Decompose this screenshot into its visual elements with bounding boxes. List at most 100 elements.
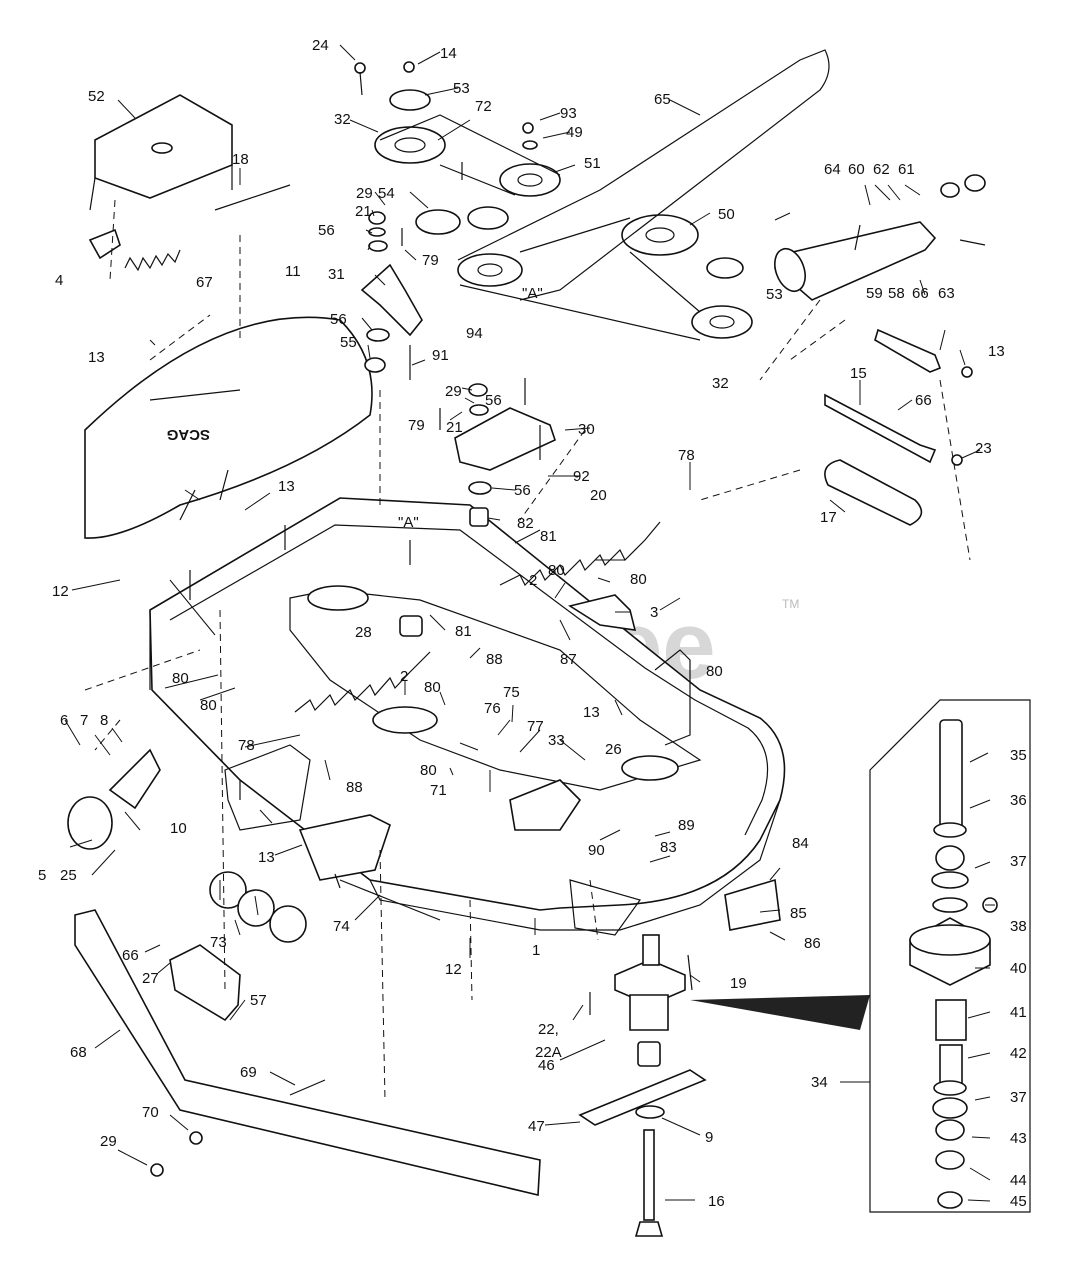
spacer-under-spindle <box>637 1041 661 1067</box>
washer-9 <box>635 1105 665 1119</box>
callout-70: 70 <box>142 1104 159 1121</box>
callout-53b: 53 <box>766 286 783 303</box>
callout-37b: 37 <box>1010 1089 1027 1106</box>
belt-72 <box>379 114 561 196</box>
callout-32b: 32 <box>712 375 729 392</box>
callout-53a: 53 <box>453 80 470 97</box>
callout-50: 50 <box>718 206 735 223</box>
nut-29-top <box>368 211 386 225</box>
callout-56a: 56 <box>318 222 335 239</box>
callout-71: 71 <box>430 782 447 799</box>
callout-23: 23 <box>975 440 992 457</box>
roller-17 <box>824 459 923 526</box>
callout-15: 15 <box>850 365 867 382</box>
bolt-24 <box>354 62 366 74</box>
callout-88b: 88 <box>346 779 363 796</box>
callout-9: 9 <box>705 1129 713 1146</box>
callout-58: 58 <box>888 285 905 302</box>
spring-28 <box>294 651 431 713</box>
callout-22: 22, <box>538 1021 559 1038</box>
pulley-54 <box>415 209 461 235</box>
callout-26: 26 <box>605 741 622 758</box>
callout-1: 1 <box>532 942 540 959</box>
nut-14 <box>403 61 415 73</box>
callout-75: 75 <box>503 684 520 701</box>
deck-front-brace <box>298 814 391 881</box>
discharge-chute <box>84 316 373 539</box>
idler-53-right <box>706 257 744 279</box>
callout-25: 25 <box>60 867 77 884</box>
callout-72: 72 <box>475 98 492 115</box>
spacer-56-mid <box>366 328 390 342</box>
blade-46 <box>578 1069 707 1126</box>
callout-41: 41 <box>1010 1004 1027 1021</box>
roller-2 <box>237 889 275 927</box>
spacer-41 <box>935 999 967 1041</box>
callout-47: 47 <box>528 1118 545 1135</box>
washer-21-top <box>368 227 386 237</box>
callout-13b: 13 <box>278 478 295 495</box>
washer-21-mid <box>469 404 489 416</box>
washer-70 <box>189 1131 203 1145</box>
pivot-rod <box>334 873 441 921</box>
idler-center <box>467 206 509 230</box>
spindle-hole-center <box>372 706 438 734</box>
callout-60: 60 <box>848 161 865 178</box>
roller-1 <box>209 871 247 909</box>
spindle-hole-right <box>621 755 679 781</box>
callout-57: 57 <box>250 992 267 1009</box>
callout-66c: 66 <box>122 947 139 964</box>
callout-19: 19 <box>730 975 747 992</box>
nut-61 <box>964 174 986 192</box>
spindle-hole-left <box>307 585 369 611</box>
pulley-50 <box>621 214 699 256</box>
callout-24: 24 <box>312 37 329 54</box>
chute-rod <box>214 184 291 211</box>
callout-37a: 37 <box>1010 853 1027 870</box>
idler-arm-31 <box>360 263 423 337</box>
knob <box>88 228 121 260</box>
callout-55: 55 <box>340 334 357 351</box>
callout-56c: 56 <box>485 392 502 409</box>
callout-46: 46 <box>538 1057 555 1074</box>
washer-49 <box>522 140 538 150</box>
chute-decal-text: SCAG <box>167 426 210 443</box>
pulley-32-top <box>374 126 446 164</box>
callout-12b: 12 <box>445 961 462 978</box>
callout-88a: 88 <box>486 651 503 668</box>
callout-49: 49 <box>566 124 583 141</box>
pulley-94 <box>457 253 523 287</box>
callout-80f: 80 <box>420 762 437 779</box>
callout-43: 43 <box>1010 1130 1027 1147</box>
callout-79b: 79 <box>408 417 425 434</box>
deck-corner-bracket <box>569 879 641 936</box>
callout-16: 16 <box>708 1193 725 1210</box>
trademark-mark: TM <box>782 597 799 611</box>
callout-66b: 66 <box>915 392 932 409</box>
axle-58 <box>874 328 942 373</box>
callout-44: 44 <box>1010 1172 1027 1189</box>
callout-36: 36 <box>1010 792 1027 809</box>
callout-84: 84 <box>792 835 809 852</box>
baffle-bracket <box>169 944 241 1022</box>
fitting-64 <box>854 224 861 251</box>
callout-35: 35 <box>1010 747 1027 764</box>
cone-43 <box>935 1119 965 1141</box>
spacer-56-low <box>468 481 492 495</box>
callout-45: 45 <box>1010 1193 1027 1210</box>
callout-13e: 13 <box>258 849 275 866</box>
nut-29-mid <box>468 383 488 397</box>
callout-83: 83 <box>660 839 677 856</box>
callout-14: 14 <box>440 45 457 62</box>
spacer-42 <box>939 1044 963 1086</box>
callout-81b: 81 <box>455 623 472 640</box>
axle-15 <box>824 393 937 464</box>
callout-38: 38 <box>1010 918 1027 935</box>
pulley-32-bottom <box>691 305 753 339</box>
callout-22a: 22A <box>535 1044 562 1061</box>
callout-69: 69 <box>240 1064 257 1081</box>
callout-2: 2 <box>529 572 537 589</box>
idler-53-top <box>389 89 431 111</box>
callout-80g: 80 <box>706 663 723 680</box>
nut-29-bottom <box>150 1163 164 1177</box>
